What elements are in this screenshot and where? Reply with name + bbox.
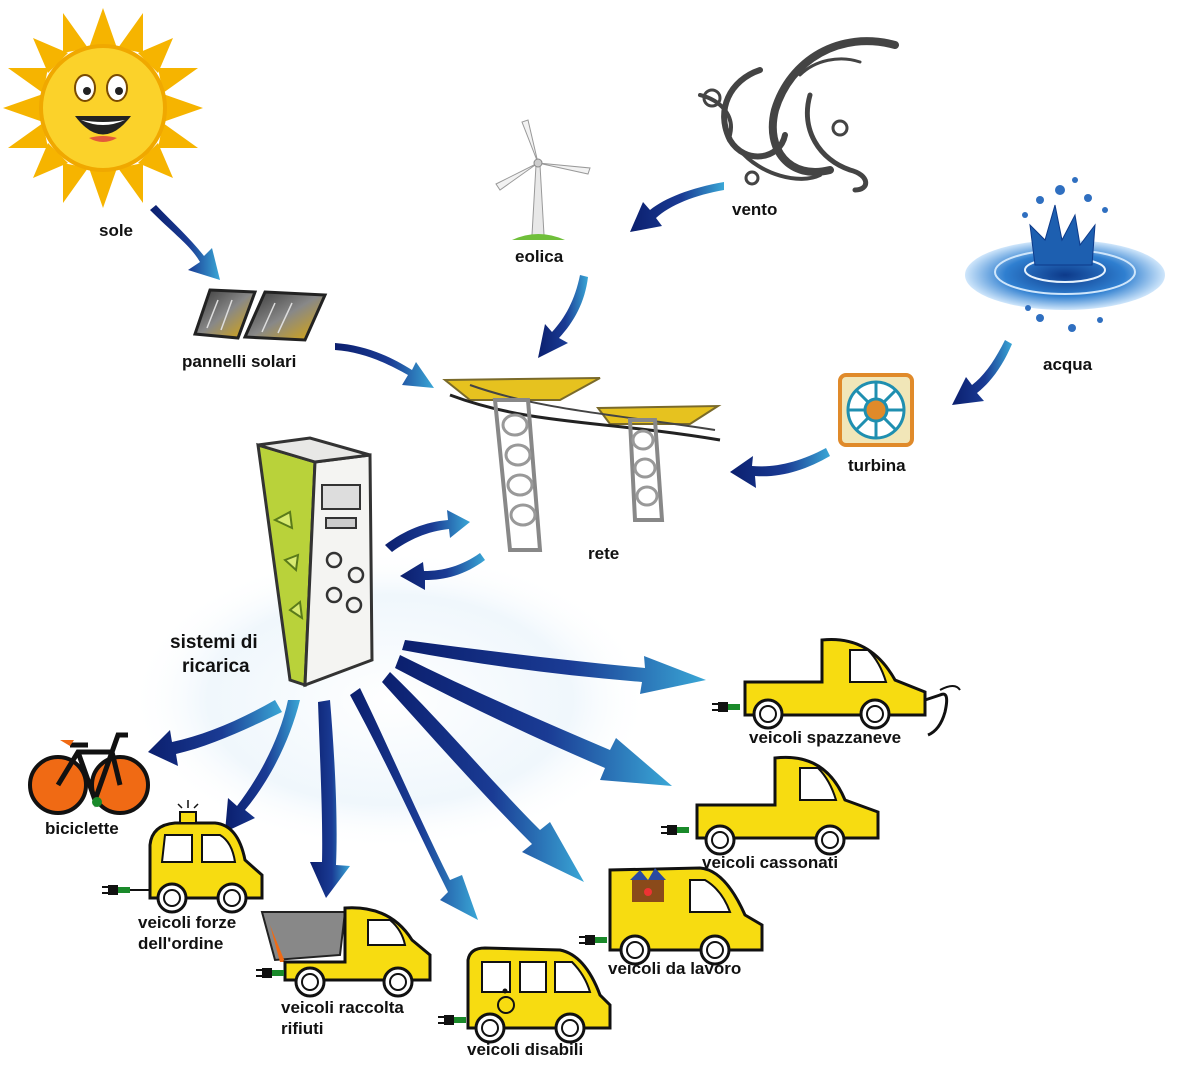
label-work: veicoli da lavoro <box>608 958 741 979</box>
label-disabled: veicoli disabili <box>467 1039 583 1060</box>
wind-swirl-icon <box>700 41 895 190</box>
arrow-panels-to-grid <box>335 343 434 388</box>
arrow-sun-to-panels <box>150 205 220 280</box>
label-wind: vento <box>732 199 777 220</box>
water-turbine-icon <box>840 375 912 445</box>
label-water-turbine: turbina <box>848 455 906 476</box>
bicycle-icon <box>30 735 148 813</box>
arrow-wind-to-turbine <box>630 182 724 232</box>
disabled-van-icon <box>438 948 610 1042</box>
label-sun: sole <box>99 220 133 241</box>
garbage-truck-icon <box>256 908 430 996</box>
label-police-line1: veicoli forze <box>138 912 236 933</box>
wind-turbine-icon <box>496 120 590 240</box>
arrow-station-to-grid <box>385 510 470 552</box>
label-police-line2: dell'ordine <box>138 933 236 954</box>
work-van-icon <box>579 868 762 964</box>
sun-icon <box>3 8 203 208</box>
label-charging-line2: ricarica <box>170 655 258 679</box>
label-wind-turbine: eolica <box>515 246 563 267</box>
label-waste-line1: veicoli raccolta <box>281 997 404 1018</box>
label-waste: veicoli raccolta rifiuti <box>281 997 404 1039</box>
arrow-water-to-turbine <box>952 340 1012 405</box>
water-splash-icon <box>965 177 1165 332</box>
label-dump: veicoli cassonati <box>702 852 838 873</box>
solar-panels-icon <box>195 290 325 340</box>
label-police: veicoli forze dell'ordine <box>138 912 236 954</box>
label-solar-panels: pannelli solari <box>182 351 296 372</box>
label-waste-line2: rifiuti <box>281 1018 404 1039</box>
glow-halo <box>130 550 650 850</box>
label-bicycles: biciclette <box>45 818 119 839</box>
label-grid: rete <box>588 543 619 564</box>
snowplow-truck-icon <box>712 640 960 736</box>
arrow-hydro-to-grid <box>730 448 830 488</box>
label-charging-line1: sistemi di <box>170 631 258 655</box>
pickup-truck-icon <box>661 757 878 854</box>
label-charging-systems: sistemi di ricarica <box>170 631 258 679</box>
power-pylon-icon <box>445 378 720 550</box>
label-water: acqua <box>1043 354 1092 375</box>
label-snowplow: veicoli spazzaneve <box>749 727 901 748</box>
arrow-turbine-to-grid <box>538 275 588 358</box>
